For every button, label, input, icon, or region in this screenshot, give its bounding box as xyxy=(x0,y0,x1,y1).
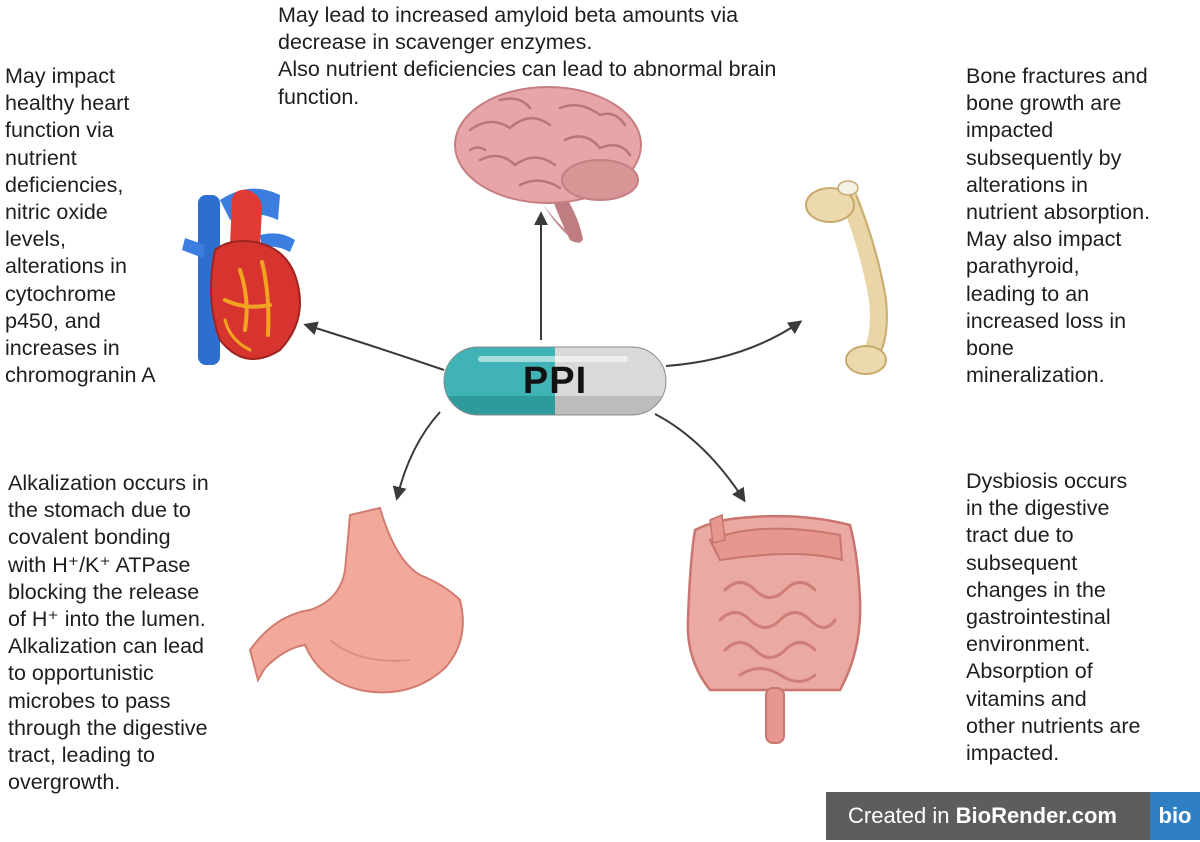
biorender-logo: bio xyxy=(1150,792,1200,840)
stomach-effect-text: Alkalization occurs in the stomach due t… xyxy=(8,471,209,795)
pill-icon xyxy=(443,346,667,416)
heart-effect-text: May impact healthy heart function via nu… xyxy=(5,64,156,388)
watermark-brand: BioRender.com xyxy=(955,803,1117,828)
bone-effect-text: Bone fractures and bone growth are impac… xyxy=(966,64,1151,388)
brain-effect-text: May lead to increased amyloid beta amoun… xyxy=(278,3,777,109)
bone-icon xyxy=(805,180,888,375)
arrow-to-intestine xyxy=(654,413,746,503)
watermark-text: Created in BioRender.com xyxy=(848,803,1148,829)
arrow-to-bone xyxy=(665,320,803,367)
stomach-icon xyxy=(248,506,464,694)
intestine-icon xyxy=(686,513,862,744)
arrow-to-stomach xyxy=(392,411,441,501)
arrow-to-heart xyxy=(303,321,445,371)
biorender-watermark: Created in BioRender.com bio xyxy=(826,792,1200,840)
intestine-effect-text: Dysbiosis occurs in the digestive tract … xyxy=(966,469,1141,766)
brain-icon xyxy=(454,86,642,244)
heart-icon xyxy=(182,188,301,365)
arrows xyxy=(303,211,803,503)
pill-label: PPI xyxy=(522,359,588,402)
watermark-prefix: Created in xyxy=(848,803,956,828)
